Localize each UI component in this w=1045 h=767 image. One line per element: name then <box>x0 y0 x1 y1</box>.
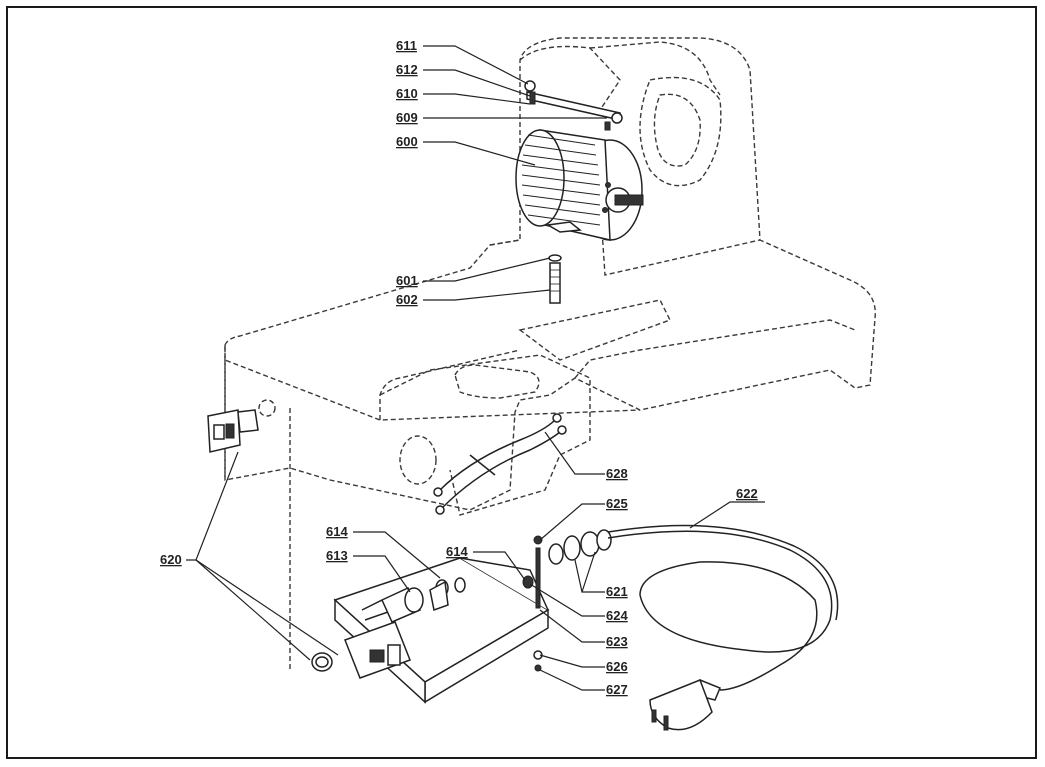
label-601: 601 <box>396 273 418 288</box>
label-613: 613 <box>326 548 348 563</box>
label-609: 609 <box>396 110 418 125</box>
motor-bracket <box>524 80 623 131</box>
label-625: 625 <box>606 496 628 511</box>
label-610: 610 <box>396 86 418 101</box>
leader-lines <box>186 45 765 691</box>
label-614-lower: 614 <box>446 544 468 559</box>
label-612: 612 <box>396 62 418 77</box>
label-620: 620 <box>160 552 182 567</box>
label-614-upper: 614 <box>326 524 348 539</box>
label-621: 621 <box>606 584 628 599</box>
part-labels: 611 612 610 609 600 601 602 628 625 622 … <box>160 38 758 697</box>
label-624: 624 <box>606 608 628 623</box>
grounding-rod <box>533 535 543 672</box>
cable-gland <box>548 529 612 565</box>
label-627: 627 <box>606 682 628 697</box>
motor <box>515 129 644 241</box>
power-cord <box>607 524 839 731</box>
diagram-frame <box>6 6 1037 759</box>
label-626: 626 <box>606 659 628 674</box>
capacitor <box>361 587 424 623</box>
label-622: 622 <box>736 486 758 501</box>
label-600: 600 <box>396 134 418 149</box>
switch-ring <box>311 652 333 672</box>
label-628: 628 <box>606 466 628 481</box>
electrical-box <box>333 557 550 704</box>
label-611: 611 <box>396 38 417 53</box>
label-623: 623 <box>606 634 628 649</box>
machine-housing-outline <box>224 37 876 670</box>
label-602: 602 <box>396 292 418 307</box>
power-switch <box>207 409 259 453</box>
wire-harness <box>433 413 567 515</box>
mounting-bolt <box>548 254 562 304</box>
